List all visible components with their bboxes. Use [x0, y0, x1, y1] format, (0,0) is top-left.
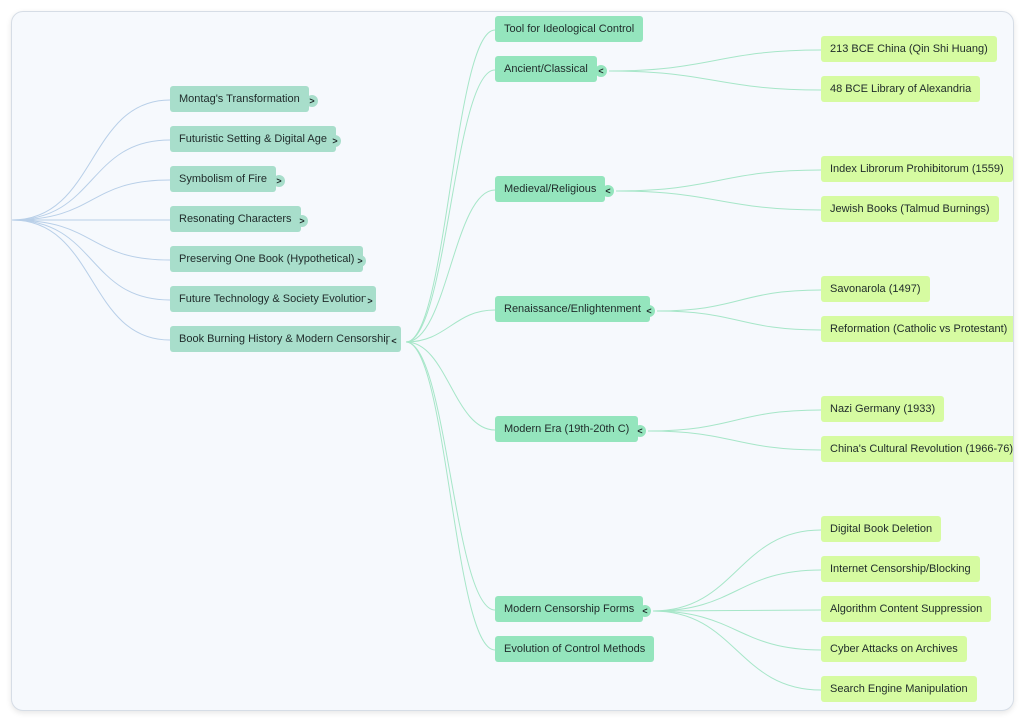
chevron-right-icon[interactable]: > — [329, 135, 341, 147]
subtopic-node-evolution-of-control-methods[interactable]: Evolution of Control Methods — [495, 636, 655, 662]
topic-node-book-burning-history[interactable]: Book Burning History & Modern Censorship — [170, 326, 401, 352]
root-edges — [12, 99, 171, 341]
mindmap-canvas[interactable]: Montag's Transformation > Futuristic Set… — [11, 11, 1014, 711]
subtopic-node-tool-for-ideological-control[interactable]: Tool for Ideological Control — [495, 16, 644, 42]
chevron-right-icon[interactable]: > — [296, 215, 308, 227]
edge — [12, 179, 171, 221]
edge — [647, 409, 822, 432]
leaf-node[interactable]: Savonarola (1497) — [821, 276, 930, 302]
edge — [12, 219, 171, 341]
edge — [615, 169, 822, 192]
edge — [656, 289, 822, 312]
leaf-node[interactable]: Search Engine Manipulation — [821, 676, 977, 702]
topic-node-symbolism-of-fire[interactable]: Symbolism of Fire — [170, 166, 277, 192]
chevron-left-icon[interactable]: < — [388, 335, 400, 347]
leaf-node[interactable]: Reformation (Catholic vs Protestant) — [821, 316, 1013, 342]
leaf-node[interactable]: Algorithm Content Suppression — [821, 596, 992, 622]
leaf-node[interactable]: China's Cultural Revolution (1966-76) — [821, 436, 1013, 462]
edge — [652, 609, 822, 612]
leaf-node[interactable]: 213 BCE China (Qin Shi Huang) — [821, 36, 997, 62]
edge — [405, 341, 496, 431]
edge — [652, 610, 822, 651]
leaf-node[interactable]: Index Librorum Prohibitorum (1559) — [821, 156, 1013, 182]
mindmap-connectors — [12, 29, 822, 691]
edge — [405, 341, 496, 611]
edge — [405, 29, 496, 343]
subtopic-node-modern-censorship-forms[interactable]: Modern Censorship Forms — [495, 596, 644, 622]
edge — [652, 529, 822, 612]
edge — [12, 139, 171, 221]
topic-node-preserving-one-book[interactable]: Preserving One Book (Hypothetical) — [170, 246, 364, 272]
leaf-node[interactable]: Internet Censorship/Blocking — [821, 556, 980, 582]
subtopic-node-medieval-religious[interactable]: Medieval/Religious — [495, 176, 606, 202]
edge — [652, 610, 822, 691]
edge — [405, 309, 496, 343]
leaf-node[interactable]: Cyber Attacks on Archives — [821, 636, 967, 662]
chevron-right-icon[interactable]: > — [354, 255, 366, 267]
edge — [615, 190, 822, 211]
edge — [12, 99, 171, 221]
subtopic-node-ancient-classical[interactable]: Ancient/Classical — [495, 56, 597, 82]
leaf-node[interactable]: Digital Book Deletion — [821, 516, 942, 542]
edge — [12, 219, 171, 301]
chevron-left-icon[interactable]: < — [595, 65, 607, 77]
edge — [405, 341, 496, 651]
chevron-right-icon[interactable]: > — [273, 175, 285, 187]
leaf-node[interactable]: Nazi Germany (1933) — [821, 396, 945, 422]
chevron-right-icon[interactable]: > — [364, 295, 376, 307]
subtopic-node-renaissance-enlightenment[interactable]: Renaissance/Enlightenment — [495, 296, 650, 322]
edge — [608, 70, 822, 91]
edge — [12, 219, 171, 261]
edge — [405, 69, 496, 343]
chevron-left-icon[interactable]: < — [639, 605, 651, 617]
topic-node-resonating-characters[interactable]: Resonating Characters — [170, 206, 301, 232]
chevron-left-icon[interactable]: < — [634, 425, 646, 437]
topic-node-montags-transformation[interactable]: Montag's Transformation — [170, 86, 309, 112]
edge — [656, 310, 822, 331]
chevron-right-icon[interactable]: > — [306, 95, 318, 107]
edge — [652, 569, 822, 612]
leaf-node[interactable]: Jewish Books (Talmud Burnings) — [821, 196, 999, 222]
chevron-left-icon[interactable]: < — [643, 305, 655, 317]
branch-edges — [405, 29, 822, 691]
leaf-node[interactable]: 48 BCE Library of Alexandria — [821, 76, 981, 102]
edge — [647, 430, 822, 451]
topic-node-futuristic-setting[interactable]: Futuristic Setting & Digital Age — [170, 126, 336, 152]
edge — [405, 189, 496, 343]
subtopic-node-modern-era[interactable]: Modern Era (19th-20th C) — [495, 416, 639, 442]
edge — [608, 49, 822, 72]
topic-node-future-technology[interactable]: Future Technology & Society Evolution — [170, 286, 377, 312]
chevron-left-icon[interactable]: < — [602, 185, 614, 197]
